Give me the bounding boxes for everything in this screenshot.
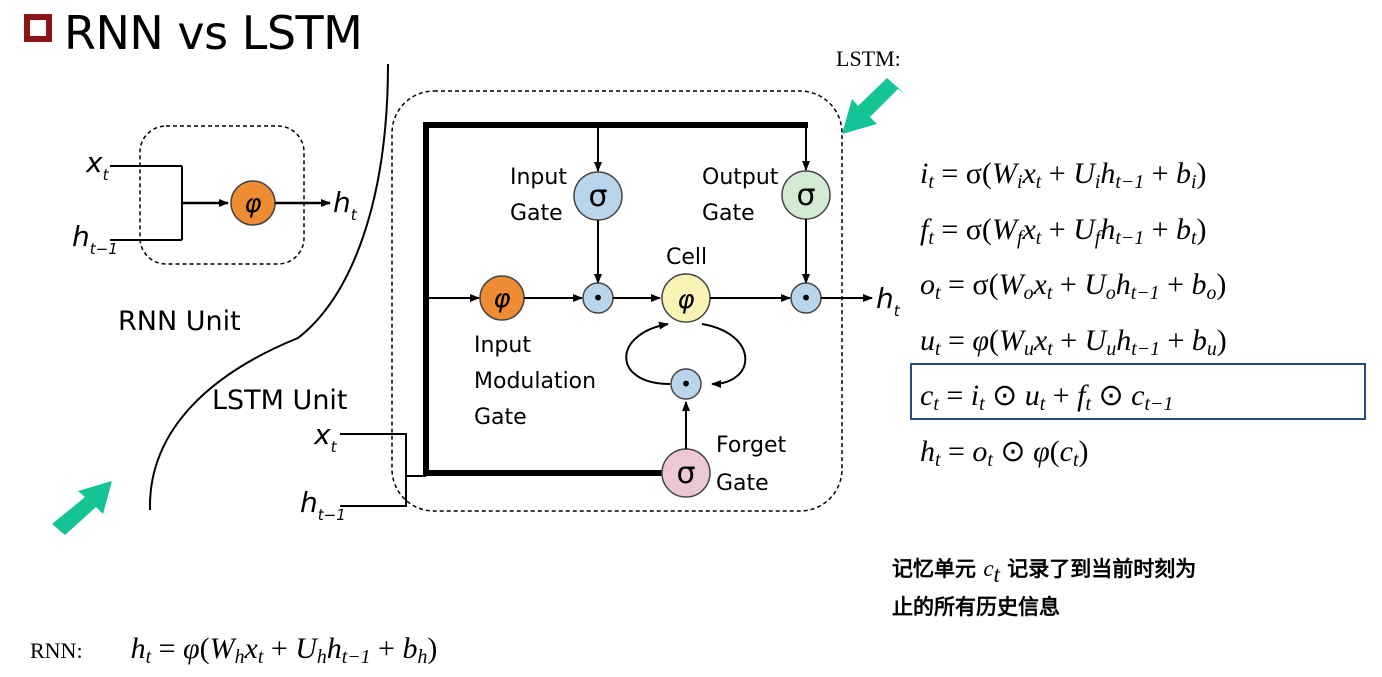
lstm-equations: it = σ(Wixt + Uiht−1 + bi) ft = σ(Wfxt +… xyxy=(920,146,1370,480)
note-line-2: 止的所有历史信息 xyxy=(892,594,1060,619)
forget-mult-node xyxy=(670,368,702,400)
input-gate-label-2: Gate xyxy=(510,201,563,226)
output-gate-sigma-symbol: σ xyxy=(796,178,815,213)
rnn-unit-label: RNN Unit xyxy=(118,306,241,337)
input-mult-symbol: • xyxy=(592,286,604,310)
rnn-formula: ht = φ(Whxt + Uhht−1 + bh) xyxy=(130,632,438,668)
lstm-unit-box xyxy=(391,90,843,512)
output-gate-label: Output xyxy=(702,165,779,190)
rnn-label: RNN: xyxy=(30,638,83,663)
output-mult-symbol: • xyxy=(800,286,812,310)
rnn-unit-box xyxy=(139,125,305,265)
lstm-x-line xyxy=(340,433,407,476)
rnn-x-label: xt xyxy=(85,146,110,184)
input-modulation-label-3: Gate xyxy=(474,405,527,430)
rnn-phi-symbol: φ xyxy=(244,189,261,219)
equation-update: ut = φ(Wuxt + Uuht−1 + bu) xyxy=(920,323,1227,360)
memory-cell-note: 记忆单元 ct 记录了到当前时刻为 止的所有历史信息 xyxy=(892,552,1196,624)
forget-gate-sigma-symbol: σ xyxy=(676,456,695,491)
lstm-h-prev-label: ht−1 xyxy=(300,486,346,524)
input-modulation-label-2: Modulation xyxy=(474,369,596,394)
rnn-h-out-label: ht xyxy=(333,186,358,224)
cell-phi-symbol: φ xyxy=(677,285,694,315)
lstm-unit-label: LSTM Unit xyxy=(212,385,348,416)
input-modulation-label: Input xyxy=(474,333,531,358)
cell-equation-highlight-box xyxy=(910,363,1366,420)
equation-input-gate: it = σ(Wixt + Uiht−1 + bi) xyxy=(920,157,1207,193)
rnn-equation: RNN: ht = φ(Whxt + Uhht−1 + bh) xyxy=(30,632,437,669)
output-gate-label-2: Gate xyxy=(702,201,755,226)
input-gate-label: Input xyxy=(510,165,567,190)
equation-cell: ct = it ⊙ ut + ft ⊙ ct−1 xyxy=(920,379,1174,416)
cell-loop-out xyxy=(701,323,747,388)
separator-curve xyxy=(148,63,389,511)
lstm-h-line xyxy=(340,475,426,507)
lstm-tag: LSTM: xyxy=(836,46,901,71)
forget-mult-symbol: • xyxy=(680,372,692,396)
forget-gate-label-2: Gate xyxy=(716,471,769,496)
cell-label: Cell xyxy=(666,245,707,270)
page-title: RNN vs LSTM xyxy=(64,6,363,60)
rnn-h-prev-label: ht−1 xyxy=(72,220,118,258)
forget-gate-label: Forget xyxy=(716,433,786,458)
input-gate-sigma-symbol: σ xyxy=(588,179,607,214)
green-arrow-icon-lstm xyxy=(842,78,905,134)
equation-forget-gate: ft = σ(Wfxt + Ufht−1 + bt) xyxy=(920,212,1207,249)
equation-hidden: ht = ot ⊙ φ(ct) xyxy=(920,434,1089,471)
input-modulation-phi-symbol: φ xyxy=(493,284,510,314)
lstm-h-out-label: ht xyxy=(876,282,901,320)
note-line-1: 记忆单元 ct 记录了到当前时刻为 xyxy=(892,556,1197,587)
title-square-icon xyxy=(24,14,52,42)
lstm-x-label: xt xyxy=(313,418,338,456)
cell-loop-back xyxy=(625,321,671,385)
green-arrow-icon-lstm-unit xyxy=(52,481,112,535)
equation-output-gate: ot = σ(Woxt + Uoht−1 + bo) xyxy=(920,268,1227,305)
